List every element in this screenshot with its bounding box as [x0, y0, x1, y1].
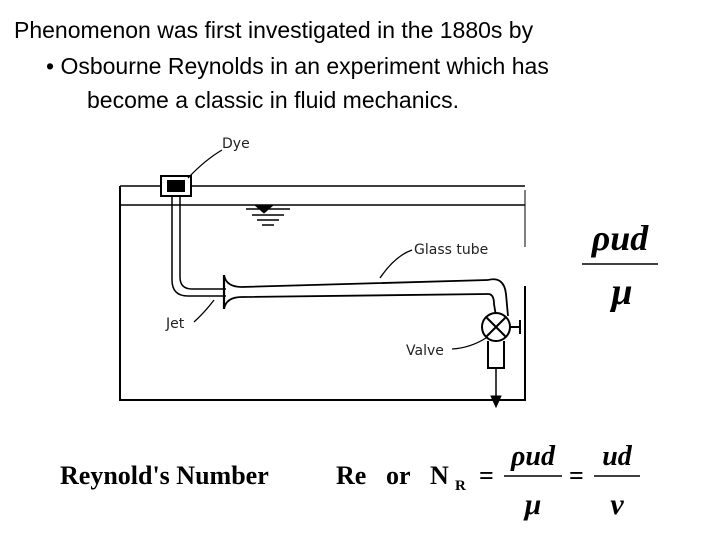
tank	[119, 185, 526, 401]
formula-or: or	[386, 461, 411, 490]
fraction2-numerator: ud	[602, 441, 633, 472]
formula-nr-subscript: R	[455, 478, 466, 494]
fraction1-denominator: μ	[523, 488, 542, 521]
reynolds-formula: Reynold's Number Re or N R = ρud μ = ud …	[60, 441, 640, 521]
formula-re: Re	[336, 461, 366, 490]
dye-reservoir	[160, 175, 192, 197]
formula-equals-2: =	[569, 461, 584, 490]
glass-tube	[222, 274, 509, 317]
water-level-marker	[246, 205, 290, 226]
dye-feed-line	[171, 196, 226, 297]
label-dye: Dye	[222, 136, 250, 152]
formula-nr: N	[430, 461, 449, 490]
fraction2-denominator: ν	[610, 488, 624, 521]
continuation-line: become a classic in fluid mechanics.	[87, 87, 459, 113]
fraction1-numerator: ρud	[510, 441, 556, 472]
formula-label: Reynold's Number	[60, 461, 269, 490]
bullet-line: • Osbourne Reynolds in an experiment whi…	[46, 53, 549, 79]
side-fraction: ρud μ	[582, 218, 658, 313]
leader-lines	[187, 149, 487, 350]
valve	[481, 312, 521, 409]
side-numerator: ρud	[591, 218, 650, 258]
label-jet: Jet	[165, 316, 185, 332]
formula-equals-1: =	[479, 461, 494, 490]
label-valve: Valve	[406, 343, 444, 359]
side-denominator: μ	[609, 271, 632, 313]
label-glass-tube: Glass tube	[414, 242, 488, 258]
intro-line: Phenomenon was first investigated in the…	[14, 17, 534, 43]
